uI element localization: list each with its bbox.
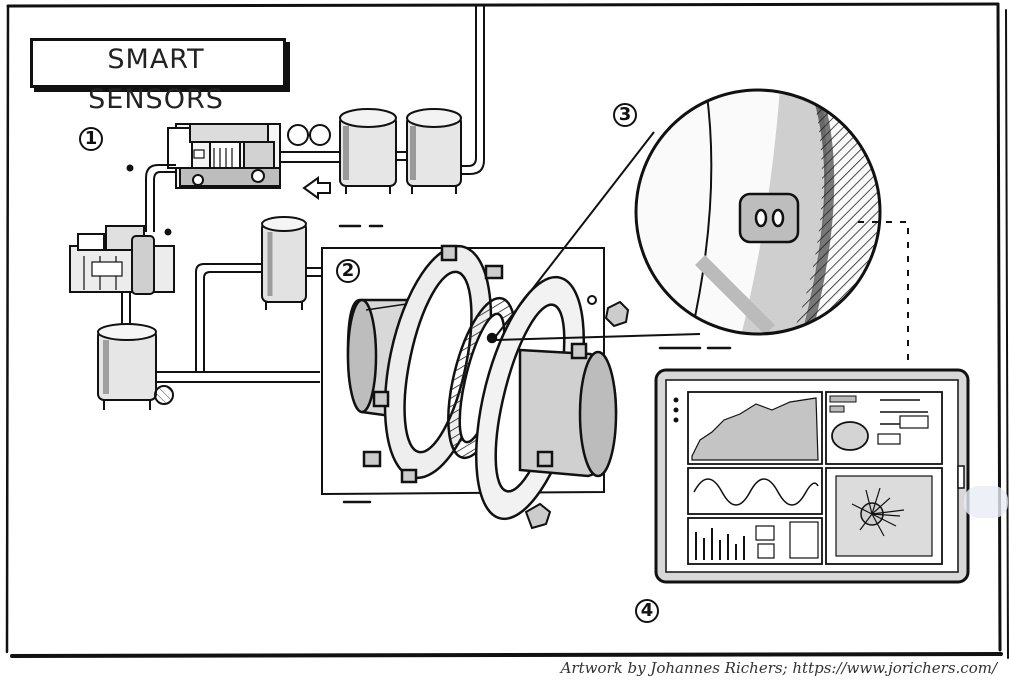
page-frame	[5, 2, 1009, 659]
processing-machine	[167, 123, 281, 189]
junction-dot	[164, 228, 172, 236]
signal-dashed-line	[858, 221, 909, 368]
pressure-gauges	[287, 124, 331, 146]
bottom-pipe	[156, 263, 320, 383]
sensor-zoom-circle	[634, 88, 882, 336]
diagram-title: SMART SENSORS	[88, 44, 224, 115]
marker-2: 2	[335, 258, 361, 284]
dashboard-widgets	[687, 391, 943, 565]
mixer-machine	[69, 225, 175, 295]
junction-dot	[126, 164, 134, 172]
tank-connector-pipe	[280, 151, 407, 163]
faint-bubble	[964, 486, 1008, 518]
valve-wheel-icon	[154, 385, 174, 405]
artwork-credit: Artwork by Johannes Richers; https://www…	[560, 659, 997, 677]
sensor-chip-icon	[738, 192, 800, 244]
zoom-callout-lines	[495, 131, 701, 341]
marker-3: 3	[612, 102, 638, 128]
marker-1: 1	[78, 126, 104, 152]
title-box	[30, 38, 286, 88]
marker-4: 4	[634, 598, 660, 624]
buffer-tank	[261, 216, 322, 310]
inlet-pipe	[448, 6, 485, 175]
machine-feed-pipe	[145, 164, 176, 232]
collection-tank	[97, 323, 157, 410]
storage-tank-2	[406, 108, 462, 194]
gasket-ring	[447, 296, 517, 460]
flow-arrow-icon	[302, 176, 331, 200]
pipe-section-right	[518, 342, 618, 478]
loose-bolts	[524, 295, 630, 530]
storage-tank-1	[339, 108, 397, 194]
